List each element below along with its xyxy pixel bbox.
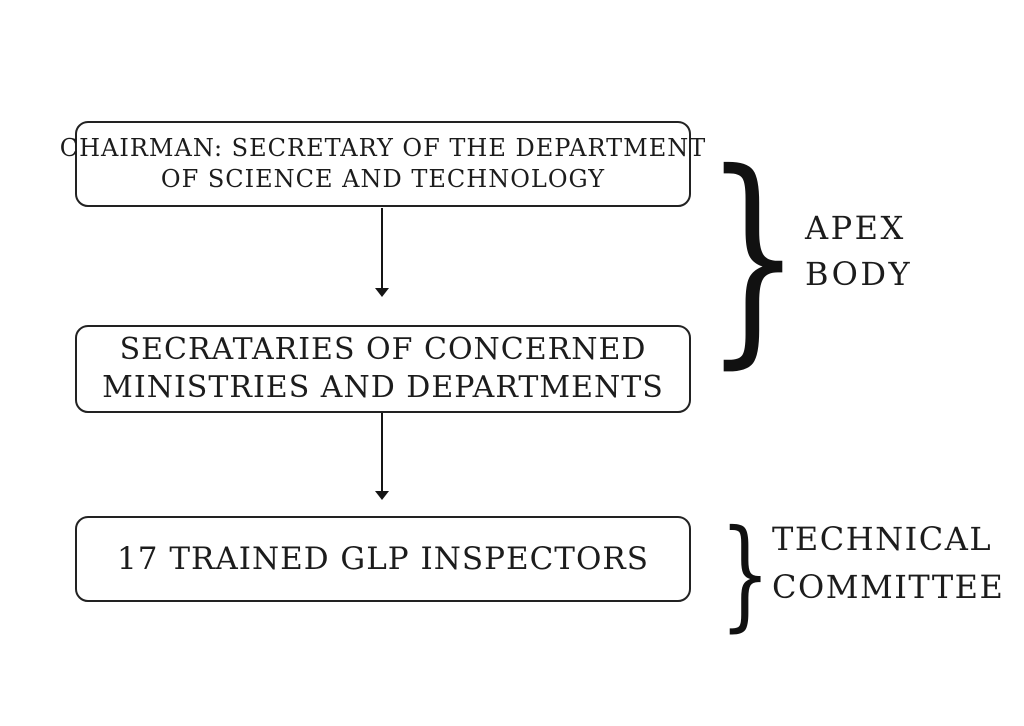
node-chairman-line-1: CHAIRMAN: SECRETARY OF THE DEPARTMENT — [59, 134, 707, 162]
down-arrow-icon — [375, 491, 389, 500]
group-label-apex-line-1: APEX — [805, 209, 906, 247]
curly-brace-glyph: } — [719, 502, 771, 644]
connector-line — [381, 208, 383, 289]
down-arrow-icon — [375, 288, 389, 297]
group-label-technical-committee: TECHNICAL COMMITTEE — [772, 515, 1004, 611]
node-inspectors: 17 TRAINED GLP INSPECTORS — [75, 516, 691, 602]
group-label-apex-body: APEX BODY — [805, 205, 912, 297]
node-secretaries-line-1: SECRATARIES OF CONCERNED — [119, 332, 647, 367]
connector-line — [381, 413, 383, 492]
node-secretaries: SECRATARIES OF CONCERNED MINISTRIES AND … — [75, 325, 691, 413]
curly-brace-icon: } — [705, 143, 802, 370]
node-secretaries-line-2: MINISTRIES AND DEPARTMENTS — [102, 370, 664, 405]
group-label-technical-line-2: COMMITTEE — [772, 568, 1005, 606]
group-label-technical-line-1: TECHNICAL — [772, 520, 993, 558]
node-chairman-line-2: OF SCIENCE AND TECHNOLOGY — [160, 165, 606, 193]
group-label-apex-line-2: BODY — [805, 255, 913, 293]
node-inspectors-line-1: 17 TRAINED GLP INSPECTORS — [117, 541, 649, 577]
curly-brace-icon: } — [720, 513, 771, 633]
node-chairman: CHAIRMAN: SECRETARY OF THE DEPARTMENT OF… — [60, 121, 705, 207]
curly-brace-glyph: } — [704, 124, 802, 390]
